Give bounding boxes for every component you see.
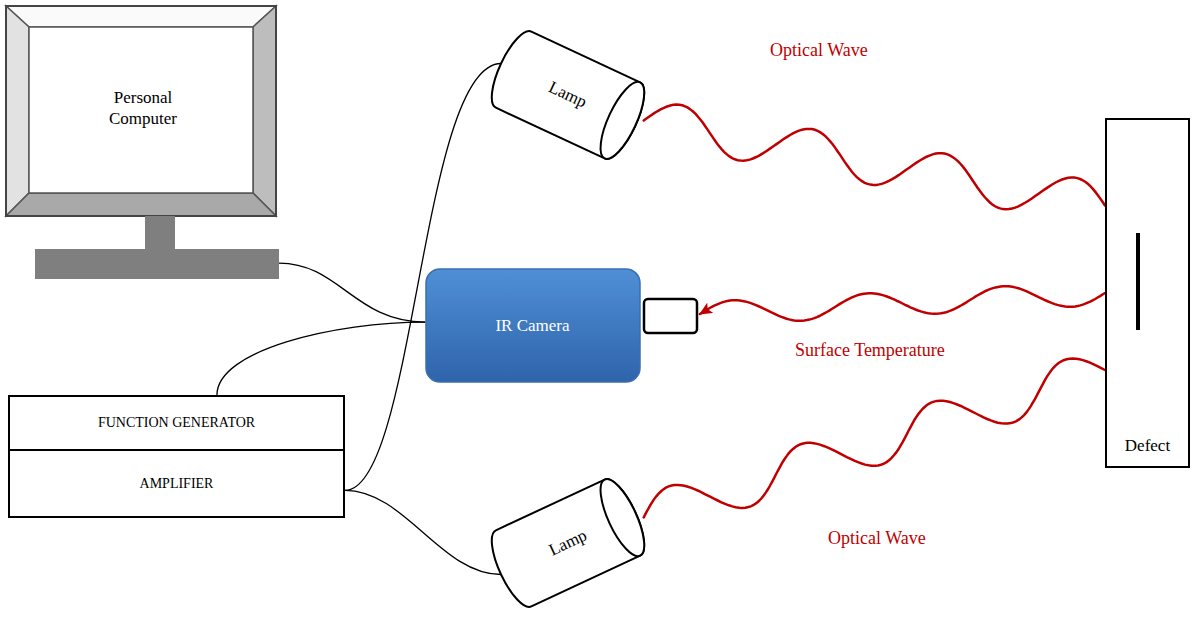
amplifier: AMPLIFIER <box>8 449 345 518</box>
node-label: IR Camera <box>495 315 569 336</box>
computer-monitor: Personal Computer <box>5 5 281 281</box>
ir-camera: IR Camera <box>425 268 700 383</box>
lamp: Lamp <box>480 468 656 618</box>
node-label: Personal Computer <box>93 87 193 130</box>
function-generator: FUNCTION GENERATOR <box>8 395 345 451</box>
node-label: Defect <box>1125 435 1170 456</box>
cable-connector <box>217 322 425 395</box>
specimen-shape <box>1105 118 1190 468</box>
specimen: Defect <box>1105 118 1190 468</box>
wave-connector <box>644 359 1105 518</box>
wave-label: Surface Temperature <box>795 340 945 361</box>
cable-connector <box>345 490 501 574</box>
wave-connector <box>644 105 1105 210</box>
monitor-shape <box>5 5 281 281</box>
cable-connector <box>279 263 425 322</box>
lamp: Lamp <box>480 20 656 170</box>
node-label: AMPLIFIER <box>140 475 214 493</box>
wave-connector <box>700 286 1105 321</box>
wave-label: Optical Wave <box>770 40 868 61</box>
node-label: FUNCTION GENERATOR <box>98 414 255 432</box>
wave-label: Optical Wave <box>828 528 926 549</box>
